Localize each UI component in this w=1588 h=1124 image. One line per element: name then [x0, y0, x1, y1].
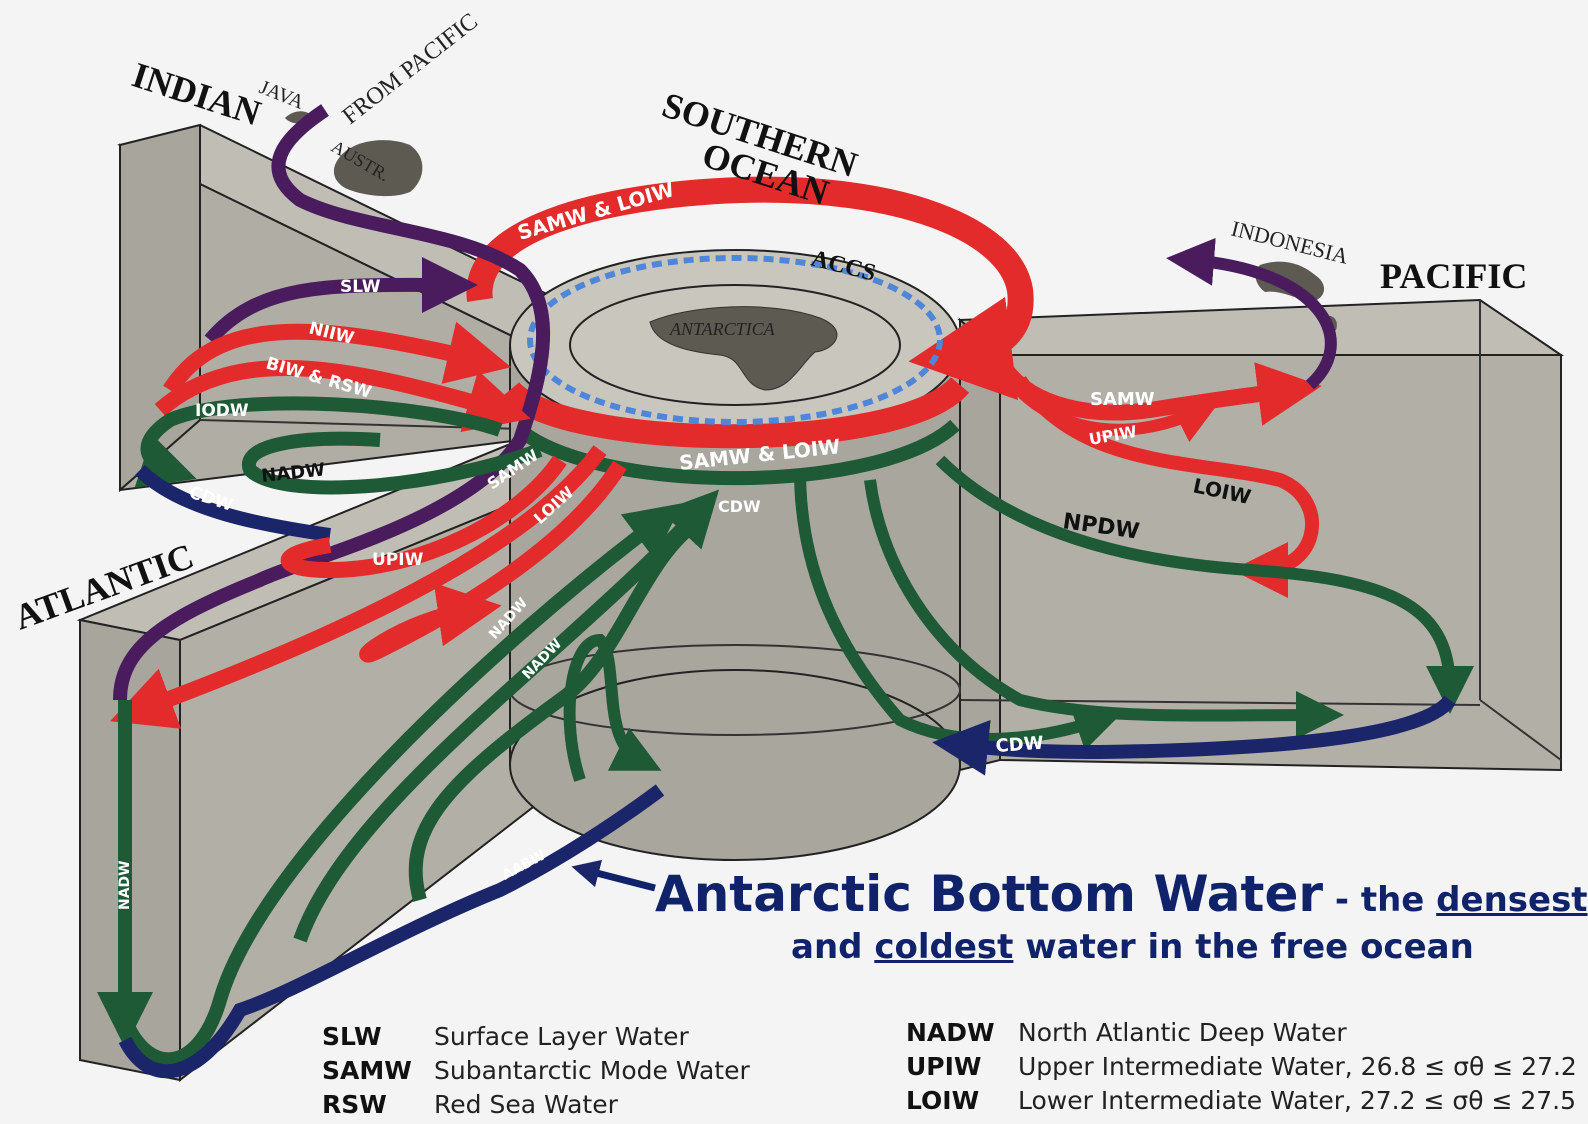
legend-row: SLW Surface Layer Water	[322, 1022, 750, 1056]
legend-row: LOIW Lower Intermediate Water, 27.2 ≤ σθ …	[906, 1086, 1577, 1120]
nadw-atlantic-2	[293, 489, 720, 943]
pacific-label: PACIFIC	[1380, 256, 1527, 296]
samw-loiw-top-label: SAMW & LOIW	[515, 177, 677, 245]
from-pacific-label: FROM PACIFIC	[338, 8, 483, 129]
upiw-atlantic-flow	[280, 455, 567, 579]
cdw-pacific-label: CDW	[995, 733, 1044, 757]
callout-and: and	[791, 927, 875, 967]
callout-line-1: Antarctic Bottom Water - the densest	[655, 865, 1588, 928]
legend-text: Surface Layer Water	[434, 1022, 689, 1051]
green-pacific-2	[864, 479, 1344, 740]
ocean-circulation-diagram: INDIAN SOUTHERN OCEAN PACIFIC ATLANTIC J…	[9, 8, 1565, 1083]
loiw-pacific-flow	[1014, 376, 1319, 598]
indonesia-label: INDONESIA	[1229, 216, 1351, 269]
legend-text: Upper Intermediate Water, 26.8 ≤ σθ ≤ 27…	[1018, 1052, 1577, 1081]
cdw-indian-flow	[135, 464, 331, 542]
upiw-atlantic-label: UPIW	[372, 550, 424, 570]
slw-flow	[204, 256, 478, 345]
callout-arrow	[571, 859, 656, 892]
nadw-atl-vertical-label: NADW	[117, 860, 133, 910]
green-cyl-loop	[563, 633, 662, 782]
legend-abbr: UPIW	[906, 1052, 982, 1081]
legend-abbr: RSW	[322, 1090, 387, 1119]
nadw-atlantic-1	[118, 503, 683, 1067]
antarctica-label: ANTARCTICA	[669, 319, 776, 339]
indian-label: INDIAN	[128, 55, 266, 134]
australia-landmass	[333, 140, 423, 197]
legend-text: Lower Intermediate Water, 27.2 ≤ σθ ≤ 27…	[1018, 1086, 1577, 1115]
antarctica-landmass	[649, 306, 838, 391]
legend-text: Subantarctic Mode Water	[434, 1056, 750, 1085]
red-atlantic-outflow	[110, 445, 607, 729]
legend-abbr: LOIW	[906, 1086, 980, 1115]
legend-text: Red Sea Water	[434, 1090, 618, 1119]
acc-ring-green	[515, 419, 960, 486]
callout-coldest: coldest	[874, 927, 1014, 967]
legend-abbr: NADW	[906, 1018, 995, 1047]
slw-label: SLW	[340, 277, 381, 297]
callout-densest: densest	[1436, 880, 1588, 920]
cdw-pacific-flow	[932, 695, 1456, 776]
purple-from-pacific-flow	[113, 104, 551, 701]
legend-abbr: SAMW	[322, 1056, 412, 1085]
legend-row: UPIW Upper Intermediate Water, 26.8 ≤ σθ …	[906, 1052, 1577, 1086]
acc-ring-red	[500, 376, 970, 449]
samw-pacific-label: SAMW	[1090, 389, 1155, 410]
legend-row: RSW Red Sea Water	[322, 1090, 750, 1124]
iodw-label: IODW	[195, 401, 249, 421]
nadw-indian-flow	[242, 431, 543, 495]
green-atl-loop	[408, 514, 705, 902]
niiw-flow	[163, 321, 512, 395]
biw-rsw-flow	[154, 360, 531, 432]
loiw-atlantic-flow	[359, 460, 627, 663]
legend-left: SLW Surface Layer Water SAMW Subantarctic …	[322, 1022, 750, 1124]
southern-ocean-loop	[466, 176, 1034, 401]
cdw-ring-label: CDW	[718, 497, 761, 516]
legend-row: NADW North Atlantic Deep Water	[906, 1018, 1577, 1052]
legend-row: SAMW Subantarctic Mode Water	[322, 1056, 750, 1090]
purple-indonesia-flow	[1166, 237, 1337, 390]
iodw-flow	[134, 396, 503, 488]
aabw-callout: Antarctic Bottom Water - the densest and…	[655, 865, 1588, 966]
legend-right: NADW North Atlantic Deep Water UPIW Upper …	[906, 1018, 1577, 1120]
callout-line-2: and coldest water in the free ocean	[655, 928, 1561, 966]
callout-title: Antarctic Bottom Water	[655, 865, 1324, 923]
npdw-flow	[935, 455, 1474, 714]
green-pacific-1	[794, 469, 1123, 751]
legend-abbr: SLW	[322, 1022, 382, 1051]
callout-rest: water in the free ocean	[1013, 927, 1474, 967]
aabw-flow	[118, 784, 665, 1079]
accs-loop	[527, 255, 943, 425]
java-label: JAVA	[256, 76, 307, 114]
legend-text: North Atlantic Deep Water	[1018, 1018, 1347, 1047]
callout-dash: - the	[1323, 880, 1437, 920]
